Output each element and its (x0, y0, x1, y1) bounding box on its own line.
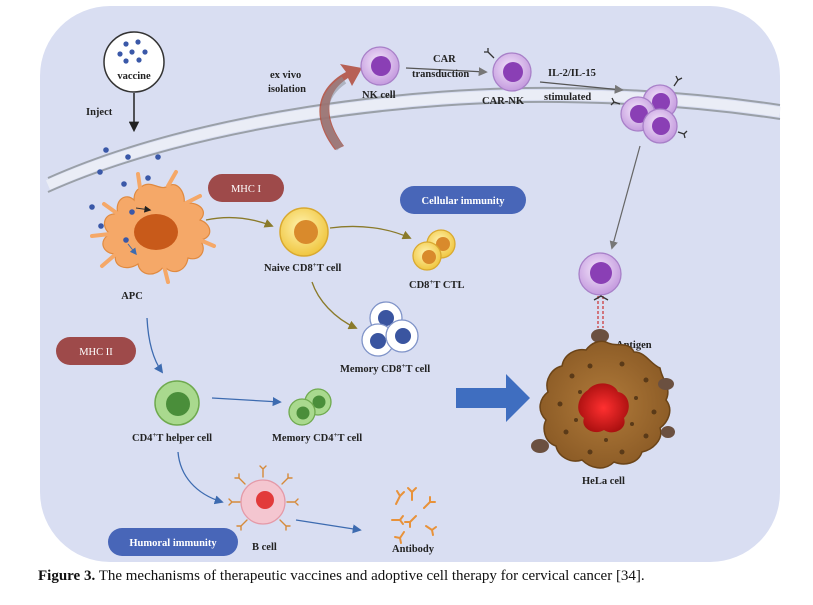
humoral-immunity-label: Humoral immunity (129, 538, 217, 549)
memory-cd8-cells (361, 301, 419, 357)
car-nk-cell (484, 48, 532, 92)
cd4-helper-label: CD4+T helper cell (132, 431, 212, 444)
car-label-line1: CAR (433, 54, 456, 65)
nk-cell (360, 46, 400, 86)
apc-cell (90, 170, 216, 284)
car-nk-label: CAR-NK (482, 96, 525, 107)
effector-nk-cell (578, 252, 622, 328)
humoral-immunity-badge: Humoral immunity (108, 528, 238, 556)
b-cell (228, 465, 299, 531)
arrow-naive-to-memory-cd8 (311, 281, 358, 330)
hela-cell (531, 340, 675, 469)
il-label-line1: IL-2/IL-15 (548, 68, 596, 79)
apc-label: APC (121, 291, 143, 302)
memory-cd8-label: Memory CD8+T cell (340, 362, 430, 375)
caption-text: The mechanisms of therapeutic vaccines a… (95, 568, 645, 584)
cellular-immunity-badge: Cellular immunity (400, 186, 526, 214)
memory-cd4-label: Memory CD4+T cell (272, 431, 362, 444)
antibody-cluster (391, 487, 437, 544)
arrow-apc-to-naive (205, 216, 274, 228)
b-cell-label: B cell (252, 542, 277, 553)
mhc2-label: MHC II (79, 347, 113, 358)
cd8-ctl-cells (412, 229, 456, 271)
expanded-car-nk-cells (610, 75, 688, 144)
arrow-car-transduction (405, 67, 488, 77)
caption-label: Figure 3. (38, 568, 96, 584)
antigen-label: Antigen (616, 340, 652, 351)
ex-vivo-label-line1: ex vivo (270, 70, 301, 81)
antigen-marker (591, 329, 609, 343)
antibody-label: Antibody (392, 544, 435, 555)
inject-label: Inject (86, 107, 113, 118)
cd8-ctl-label: CD8+T CTL (409, 278, 464, 291)
arrow-apc-to-cd4 (146, 317, 164, 374)
mhc2-badge: MHC II (56, 337, 136, 365)
arrow-naive-to-ctl (329, 225, 412, 240)
naive-cd8-cell (279, 207, 329, 257)
il-label-line2: stimulated (544, 92, 591, 103)
memory-cd4-cells (288, 388, 332, 426)
naive-cd8-label: Naive CD8+T cell (264, 261, 341, 274)
car-label-line2: transduction (412, 69, 469, 80)
arrow-il-stimulated (539, 81, 624, 94)
mhc1-label: MHC I (231, 184, 262, 195)
cell-membrane-inner (47, 100, 781, 193)
cellular-immunity-label: Cellular immunity (422, 196, 506, 207)
vaccine-label: vaccine (117, 71, 151, 82)
hela-cell-label: HeLa cell (582, 476, 625, 487)
arrow-cd4-to-memory-cd4 (211, 397, 282, 407)
nk-cell-label: NK cell (362, 90, 396, 101)
arrow-nk-to-target (609, 145, 641, 250)
vaccine-vial: vaccine (103, 31, 165, 93)
arrow-cd4-to-bcell (177, 451, 224, 505)
big-arrow-to-hela (456, 374, 530, 422)
cd4-helper-cell (154, 380, 200, 426)
ex-vivo-label-line2: isolation (268, 84, 306, 95)
figure-caption: Figure 3. The mechanisms of therapeutic … (38, 568, 798, 585)
arrow-bcell-to-antibody (295, 519, 362, 534)
mhc1-badge: MHC I (208, 174, 284, 202)
